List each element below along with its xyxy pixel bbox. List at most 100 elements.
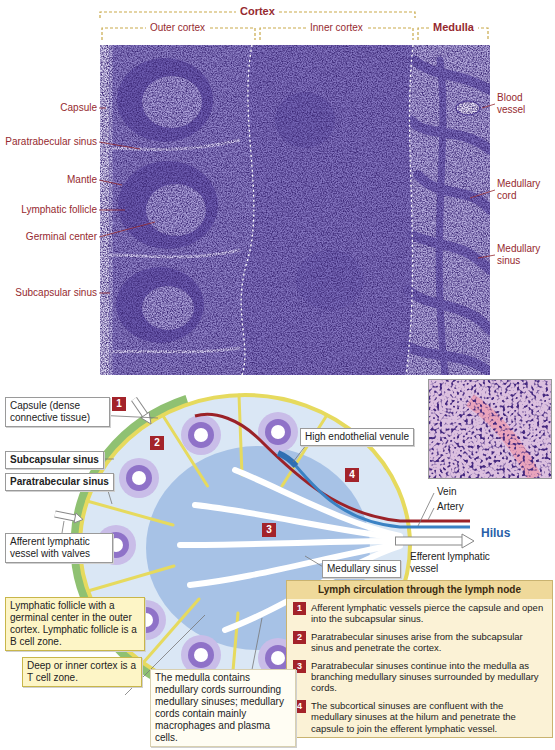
leader-line <box>99 210 125 211</box>
part-label: Subcapsular sinus <box>15 287 97 299</box>
callout-box: Paratrabecular sinus <box>5 473 114 491</box>
lymph-node-schematic <box>180 541 400 545</box>
box-text: Lymphatic follicle with a germinal cente… <box>10 600 140 648</box>
lymph-node-schematic <box>239 395 242 475</box>
lymph-node-schematic <box>235 470 400 536</box>
panel-heading: Lymph circulation through the lymph node <box>287 581 552 599</box>
step-number: 2 <box>293 631 306 644</box>
part-label: Medullary sinus <box>497 243 553 267</box>
callout-number: 4 <box>345 468 359 482</box>
circulation-panel: Lymph circulation through the lymph node… <box>286 580 553 738</box>
afferent-vessel-arrow <box>134 399 145 415</box>
leader-line <box>99 293 110 294</box>
callout-number: 2 <box>150 436 164 450</box>
lymph-node-schematic <box>265 419 291 445</box>
lymph-node-schematic <box>132 471 146 485</box>
lymph-node-schematic <box>181 415 221 455</box>
lymph-node-schematic <box>280 454 470 527</box>
lymph-node-micrograph <box>100 45 490 375</box>
afferent-vessel-arrow <box>141 412 151 424</box>
step-item: 4The subcortical sinuses are confluent w… <box>287 697 552 737</box>
callout-number: 1 <box>112 397 126 411</box>
lymph-node-schematic <box>88 566 174 591</box>
box-text: Afferent lymphatic vessel with valves <box>10 536 108 560</box>
leader-line <box>99 180 122 185</box>
lymph-node-schematic <box>119 458 159 498</box>
part-label: Hilus <box>481 526 510 540</box>
step-item: 2 Paratrabecular sinuses arise from the s… <box>287 628 552 657</box>
leader-line <box>99 108 106 109</box>
leader-line <box>99 104 495 293</box>
step-text: Paratrabecular sinuses continue into the… <box>311 660 546 694</box>
part-label: Capsule <box>60 102 97 114</box>
region-label: Outer cortex <box>146 22 209 34</box>
lymph-node-schematic <box>271 425 285 439</box>
lymph-node-schematic <box>87 501 173 525</box>
step-item: 1 Afferent lymphatic vessels pierce the c… <box>287 599 552 628</box>
part-label: Medullary cord <box>497 178 553 202</box>
lymph-node-schematic <box>462 534 474 548</box>
lymph-node-schematic <box>194 428 208 442</box>
box-text: High endothelial venule <box>305 431 409 443</box>
inset-micrograph <box>428 379 552 479</box>
part-label: Blood vessel <box>497 92 553 116</box>
region-heading: Medulla <box>429 21 478 34</box>
callout-box: Afferent lymphatic vessel with valves <box>5 533 113 563</box>
part-label: Mantle <box>67 174 97 186</box>
lymph-node-micrograph <box>100 45 490 375</box>
callout-box: Subcapsular sinus <box>5 451 104 469</box>
lymph-node-schematic <box>190 544 400 585</box>
lymph-node-micrograph <box>241 45 254 375</box>
leader-line <box>428 508 434 520</box>
region-heading: Cortex <box>236 5 279 18</box>
callout-box: Capsule (dense connective tissue) <box>5 397 110 427</box>
note-box: Deep or inner cortex is a T cell zone. <box>22 657 142 687</box>
step-item: 3Paratrabecular sinuses continue into th… <box>287 657 552 697</box>
lymph-node-schematic <box>278 453 296 466</box>
region-label: Inner cortex <box>306 22 367 34</box>
step-text: Afferent lymphatic vessels pierce the ca… <box>311 602 546 625</box>
leader-line <box>99 222 155 237</box>
step-number: 1 <box>293 602 306 615</box>
note-box: Lymphatic follicle with a germinal cente… <box>5 597 145 651</box>
inset-micrograph <box>428 379 552 479</box>
lymph-node-micrograph <box>100 45 490 375</box>
callout-number: 3 <box>262 523 276 537</box>
box-text: Deep or inner cortex is a T cell zone. <box>27 660 137 684</box>
afferent-vessel-arrow <box>134 399 145 415</box>
box-text: Capsule (dense connective tissue) <box>10 400 105 424</box>
step-text: Paratrabecular sinuses arise from the su… <box>311 631 546 654</box>
part-label: Germinal center <box>26 231 97 243</box>
lymph-node-schematic <box>395 537 462 546</box>
afferent-vessel-arrow <box>74 513 83 523</box>
callout-box: High endothelial venule <box>300 428 414 446</box>
box-text: Subcapsular sinus <box>10 454 99 466</box>
part-label: Artery <box>437 501 464 513</box>
box-text: The medulla contains medullary cords sur… <box>155 672 291 744</box>
part-label: Lymphatic follicle <box>21 204 97 216</box>
part-label: Paratrabecular sinus <box>5 136 97 148</box>
lymph-node-micrograph <box>406 45 413 375</box>
leader-line <box>482 104 495 108</box>
part-label: Efferent lymphatic vessel <box>410 551 496 575</box>
leader-line <box>478 255 495 258</box>
afferent-vessel-arrow <box>55 514 75 518</box>
lymph-node-schematic <box>188 642 214 668</box>
box-text: Medullary sinus <box>327 563 396 575</box>
leader-line <box>470 190 495 198</box>
box-text: Paratrabecular sinus <box>10 476 109 488</box>
step-text: The subcortical sinuses are confluent wi… <box>311 700 546 734</box>
lymph-node-schematic <box>194 648 208 662</box>
lymph-node-schematic <box>188 422 214 448</box>
lymph-node-schematic <box>396 538 462 545</box>
lymph-node-schematic <box>126 465 152 491</box>
lymph-node-micrograph <box>241 45 413 375</box>
callout-box: Medullary sinus <box>322 560 401 578</box>
inset-micrograph <box>429 380 552 479</box>
afferent-vessel-arrow <box>55 514 75 518</box>
region-bracket <box>100 12 488 40</box>
leader-line <box>99 142 140 149</box>
note-box: The medulla contains medullary cords sur… <box>150 669 296 747</box>
lymph-node-schematic <box>271 651 285 665</box>
